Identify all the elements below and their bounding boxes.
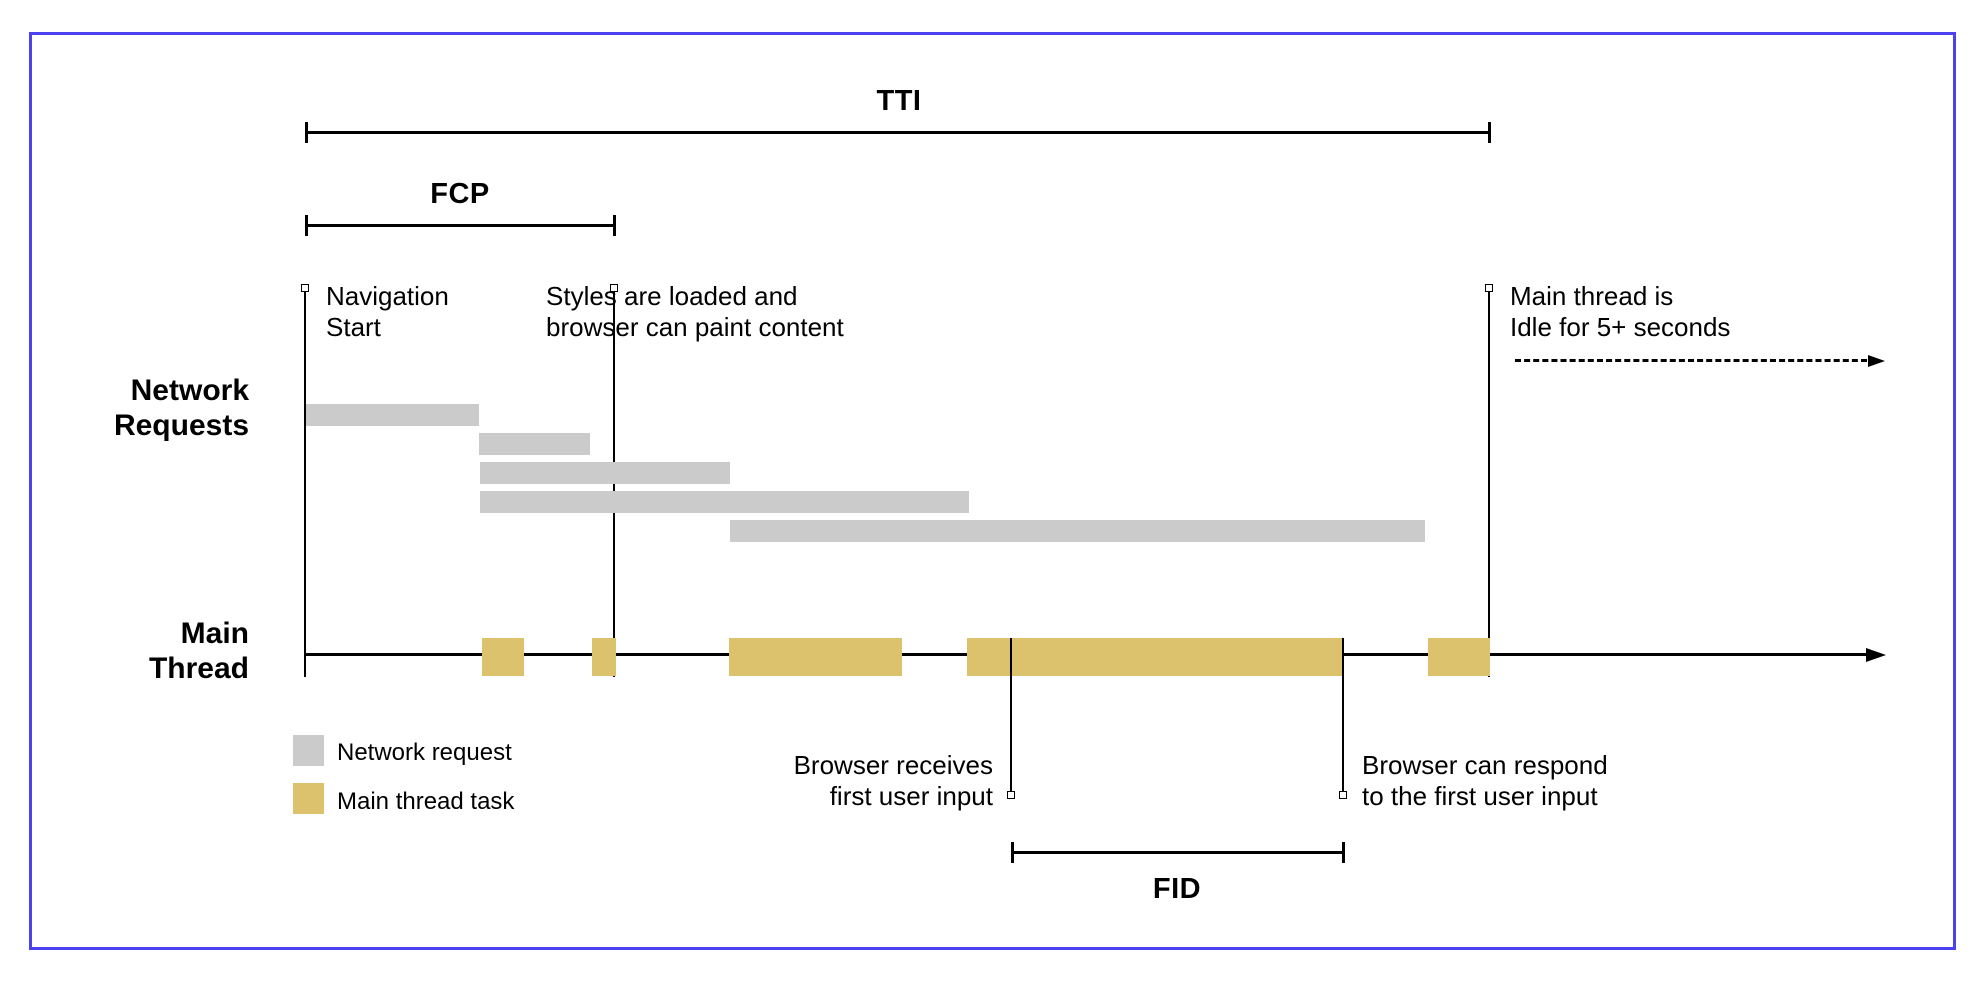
main-thread-task-bar	[967, 638, 1344, 676]
idle-dashed-arrow-line	[1515, 359, 1867, 362]
tti-bracket-line	[305, 131, 1491, 134]
main-thread-axis-arrow-head	[1866, 647, 1886, 662]
fcp-bracket-line	[305, 224, 616, 227]
main-thread-task-bar	[1428, 638, 1490, 676]
navigation-start-marker	[301, 284, 309, 292]
first-input-marker	[1007, 791, 1015, 799]
styles-loaded-label: Styles are loaded and browser can paint …	[546, 281, 844, 342]
fcp-bracket-right-tick	[613, 215, 616, 236]
tti-bracket-right-tick	[1488, 122, 1491, 143]
legend-main-thread-task-swatch	[293, 783, 324, 814]
network-request-bar	[479, 433, 590, 455]
main-thread-row-label: Main Thread	[148, 617, 249, 685]
first-input-line	[1010, 638, 1012, 795]
fcp-label: FCP	[430, 178, 490, 210]
fid-bracket-right-tick	[1342, 842, 1345, 863]
legend-network-request-label: Network request	[337, 739, 512, 766]
network-request-bar	[730, 520, 1425, 542]
tti-label: TTI	[876, 85, 922, 117]
idle-dashed-arrow-head	[1868, 354, 1885, 367]
first-input-label: Browser receives first user input	[793, 750, 993, 811]
styles-loaded-marker	[610, 284, 618, 292]
first-input-response-line	[1342, 638, 1344, 795]
main-thread-idle-label: Main thread is Idle for 5+ seconds	[1510, 281, 1731, 342]
frame-border	[29, 32, 1956, 950]
fcp-bracket-left-tick	[305, 215, 308, 236]
fid-label: FID	[1152, 873, 1202, 905]
first-input-response-marker	[1339, 791, 1347, 799]
network-requests-row-label: Network Requests	[113, 374, 249, 442]
tti-bracket-left-tick	[305, 122, 308, 143]
network-request-bar	[480, 491, 969, 513]
legend-network-request-swatch	[293, 735, 324, 766]
first-input-response-label: Browser can respond to the first user in…	[1362, 750, 1608, 811]
navigation-start-label: Navigation Start	[326, 281, 449, 342]
fid-bracket-left-tick	[1011, 842, 1014, 863]
fid-bracket-line	[1011, 851, 1345, 854]
network-request-bar	[306, 404, 479, 426]
main-thread-task-bar	[592, 638, 616, 676]
main-thread-task-bar	[482, 638, 524, 676]
main-thread-idle-marker	[1485, 284, 1493, 292]
main-thread-idle-line	[1488, 288, 1490, 677]
navigation-start-line	[304, 288, 306, 677]
main-thread-task-bar	[729, 638, 902, 676]
network-request-bar	[480, 462, 730, 484]
legend-main-thread-task-label: Main thread task	[337, 788, 515, 815]
